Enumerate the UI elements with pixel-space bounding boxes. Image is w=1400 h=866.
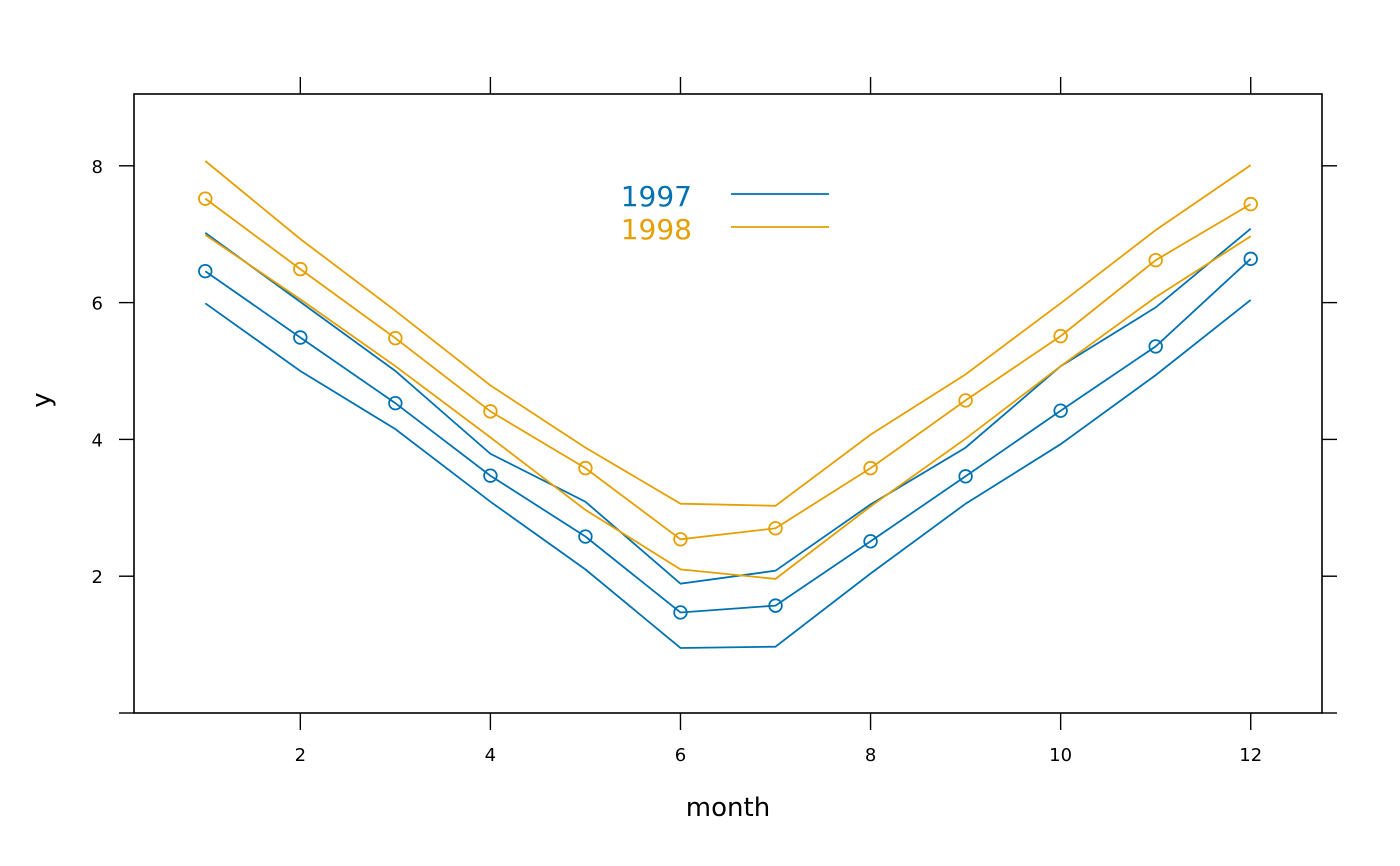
x-tick-label: 2 [295, 745, 306, 766]
data-point-1997 [958, 469, 973, 484]
series-line-1998 [204, 197, 1252, 541]
data-point-1997 [198, 263, 213, 279]
data-point-1998 [578, 460, 593, 476]
x-tick-label: 4 [485, 745, 496, 766]
data-point-1997 [768, 598, 783, 613]
data-point-1998 [768, 521, 783, 536]
data-point-1998 [483, 404, 498, 419]
plot-panel [133, 93, 1323, 714]
x-axis-bottom: 2 4 6 8 10 12 [295, 713, 1262, 766]
series-layer [198, 160, 1258, 649]
series-line-1997 [204, 258, 1252, 614]
data-point-1998 [958, 393, 973, 408]
data-point-1998 [198, 191, 213, 206]
data-point-1997 [863, 534, 878, 549]
x-tick-label: 12 [1239, 745, 1262, 766]
y-axis-left: 2 4 6 8 [92, 157, 134, 714]
data-point-1998 [1053, 328, 1068, 344]
data-point-1998 [388, 330, 403, 346]
data-point-1997 [388, 395, 403, 411]
y-axis-right [1322, 165, 1337, 714]
data-point-1998 [673, 532, 688, 547]
x-axis-title: month [686, 793, 770, 823]
data-point-1997 [483, 468, 498, 483]
y-tick-label: 2 [92, 567, 103, 588]
data-point-1998 [863, 460, 878, 476]
series-lower-line-1998 [204, 234, 1252, 580]
y-tick-label: 4 [92, 430, 103, 451]
data-point-1997 [1243, 251, 1258, 267]
x-tick-label: 8 [865, 745, 876, 766]
y-tick-label: 8 [92, 157, 103, 178]
x-tick-label: 6 [675, 745, 686, 766]
data-point-1997 [1148, 339, 1163, 354]
legend-label-1998: 1998 [621, 213, 692, 246]
series-lower-line-1997 [204, 299, 1252, 649]
data-point-1998 [1148, 253, 1163, 268]
legend: 1997 1998 [621, 180, 829, 246]
data-point-1998 [1243, 196, 1258, 212]
y-tick-label: 6 [92, 294, 103, 315]
x-axis-top [299, 77, 1252, 94]
y-axis-title: y [27, 392, 57, 407]
series-upper-line-1997 [204, 228, 1252, 585]
data-point-1997 [578, 529, 593, 544]
data-point-1997 [1053, 403, 1068, 418]
data-point-1998 [293, 261, 308, 277]
legend-label-1997: 1997 [621, 180, 692, 213]
series-1998 [198, 160, 1258, 580]
series-1997 [198, 228, 1258, 649]
data-point-1997 [293, 330, 308, 345]
series-upper-line-1998 [204, 160, 1252, 507]
data-point-1997 [673, 605, 688, 620]
x-tick-label: 10 [1049, 745, 1072, 766]
